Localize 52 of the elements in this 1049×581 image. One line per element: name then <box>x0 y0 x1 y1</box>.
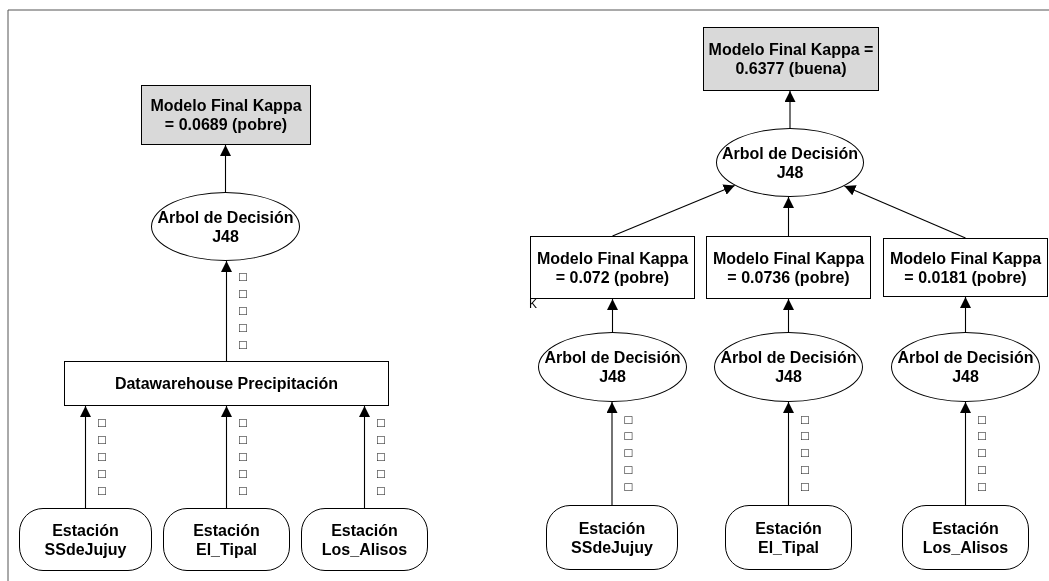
edge-label: □□□□□ <box>238 269 248 354</box>
edge-label: □□□□□ <box>977 411 987 496</box>
node-label: Estación SSdeJujuy <box>570 518 654 557</box>
node-label: Modelo Final Kappa = 0.0736 (pobre) <box>711 248 866 287</box>
process-box <box>706 236 871 299</box>
result-box <box>141 85 311 145</box>
edge-label: □□□□□ <box>376 415 386 500</box>
node-label: Arbol de Decisión J48 <box>896 348 1035 386</box>
arrow <box>611 184 736 237</box>
station-box <box>163 508 290 571</box>
arrow <box>843 185 967 239</box>
arrow <box>221 260 232 362</box>
station-box <box>546 505 678 570</box>
process-box <box>530 236 695 299</box>
node-label: Arbol de Decisión J48 <box>543 348 682 386</box>
process-box <box>64 361 389 406</box>
arrow <box>607 298 618 333</box>
arrow <box>783 401 794 506</box>
station-box <box>19 508 152 571</box>
arrow <box>606 401 618 506</box>
arrow <box>960 296 971 333</box>
station-box <box>725 505 852 570</box>
node-label: Estación SSdeJujuy <box>43 520 128 559</box>
arrow <box>784 90 796 129</box>
edge-label: □□□□□ <box>623 411 634 496</box>
station-box <box>301 508 428 571</box>
node-label: Modelo Final Kappa = 0.6377 (buena) <box>707 40 875 78</box>
arrow <box>220 144 231 193</box>
arrow <box>960 401 971 506</box>
node-label: Estación Los_Alisos <box>320 520 409 559</box>
node-label: Arbol de Decisión J48 <box>156 207 295 246</box>
note-text: K <box>529 297 537 311</box>
arrow <box>221 405 232 509</box>
result-box <box>703 27 879 91</box>
node-label: Arbol de Decisión J48 <box>719 348 858 386</box>
arrow <box>359 405 370 509</box>
node-label: Modelo Final Kappa = 0.072 (pobre) <box>535 248 690 287</box>
node-label: Estación Los_Alisos <box>921 518 1010 557</box>
edge-label: □□□□□ <box>97 415 107 500</box>
edge-label: □□□□□ <box>238 415 248 500</box>
node-label: Estación El_Tipal <box>192 520 261 559</box>
node-label: Modelo Final Kappa = 0.0181 (pobre) <box>888 248 1043 287</box>
process-box <box>883 238 1048 297</box>
node-label: Estación El_Tipal <box>754 518 823 557</box>
station-box <box>902 505 1029 570</box>
edge-label: □□□□□ <box>800 411 810 496</box>
arrow <box>80 405 91 509</box>
arrow <box>783 196 794 237</box>
node-label: Datawarehouse Precipitación <box>113 374 340 393</box>
node-label: Arbol de Decisión J48 <box>721 143 859 182</box>
arrow <box>783 298 794 333</box>
node-label: Modelo Final Kappa = 0.0689 (pobre) <box>149 96 303 134</box>
